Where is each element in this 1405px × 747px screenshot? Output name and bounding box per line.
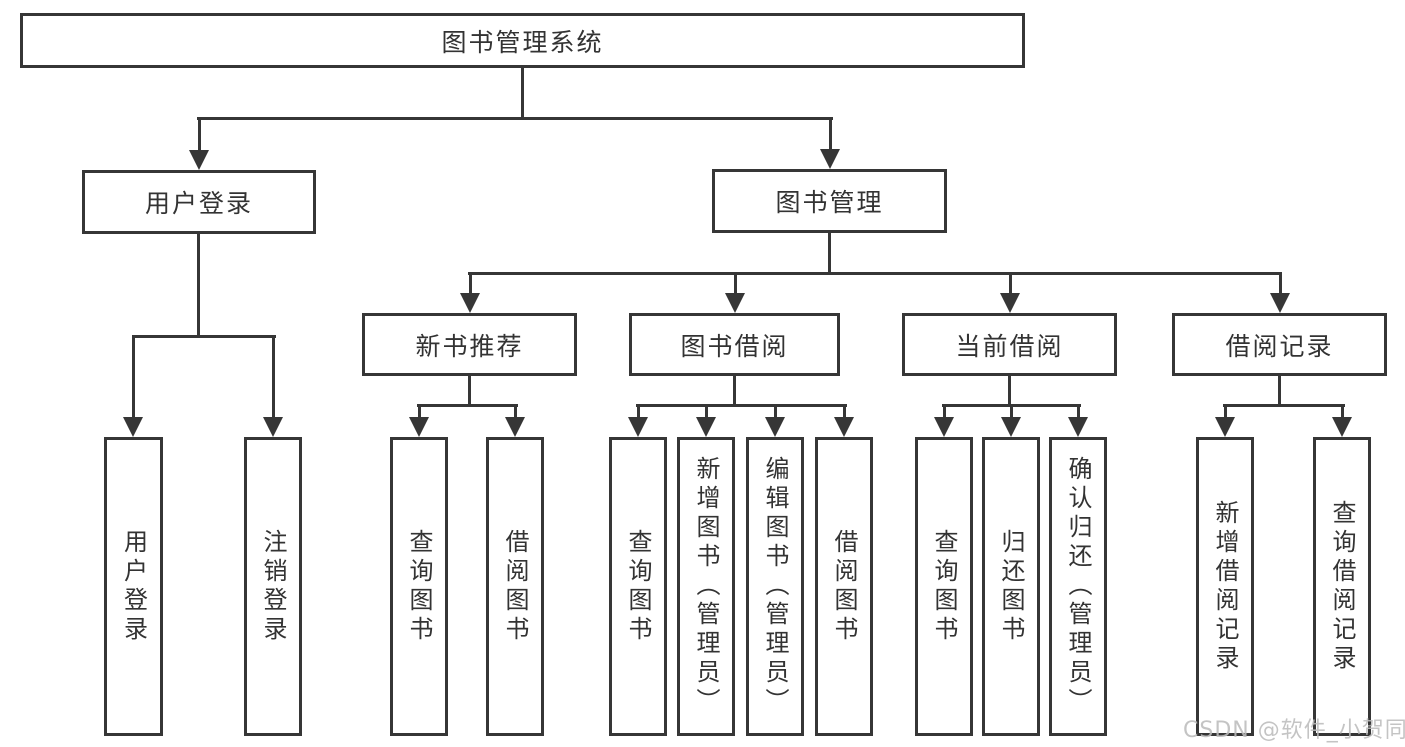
leaf-confirm-return-admin-label: 确认归还（管理员） [1064, 456, 1092, 717]
node-root-label: 图书管理系统 [441, 27, 604, 57]
arrowhead-icon [696, 417, 716, 437]
connector-line [197, 234, 200, 337]
node-book-management-label: 图书管理 [775, 188, 884, 217]
node-root: 图书管理系统 [20, 13, 1025, 68]
leaf-edit-book-admin-label: 编辑图书（管理员） [761, 456, 789, 717]
connector-line [636, 404, 847, 407]
leaf-add-book-admin-label: 新增图书（管理员） [692, 456, 720, 717]
node-new-book-recommend: 新书推荐 [362, 313, 577, 376]
arrowhead-icon [1270, 293, 1290, 313]
arrowhead-icon [189, 150, 209, 170]
leaf-query-books-3-label: 查询图书 [930, 528, 958, 645]
arrow-shaft [272, 335, 275, 421]
node-book-borrow: 图书借阅 [629, 313, 840, 376]
node-book-borrow-label: 图书借阅 [680, 331, 789, 361]
leaf-user-login-label: 用户登录 [119, 528, 148, 645]
leaf-add-book-admin: 新增图书（管理员） [677, 437, 735, 736]
connector-line [828, 233, 831, 274]
arrow-shaft [774, 404, 777, 421]
leaf-logout: 注销登录 [244, 437, 302, 736]
connector-line [468, 272, 1282, 275]
arrow-shaft [1224, 404, 1227, 421]
leaf-query-books-3: 查询图书 [915, 437, 973, 736]
leaf-query-books-1: 查询图书 [390, 437, 448, 736]
leaf-return-book: 归还图书 [982, 437, 1040, 736]
leaf-user-login: 用户登录 [104, 437, 163, 736]
node-user-login: 用户登录 [82, 170, 316, 234]
arrow-shaft [198, 117, 201, 154]
arrow-shaft [734, 272, 737, 297]
arrowhead-icon [1332, 417, 1352, 437]
arrowhead-icon [820, 149, 840, 169]
node-borrow-record: 借阅记录 [1172, 313, 1387, 376]
arrowhead-icon [263, 417, 283, 437]
connector-line [1278, 376, 1281, 407]
leaf-add-borrow-record-label: 新增借阅记录 [1211, 499, 1239, 674]
connector-line [1008, 376, 1011, 407]
arrow-shaft [469, 272, 472, 297]
connector-line [1223, 404, 1345, 407]
connector-line [521, 68, 524, 119]
leaf-borrow-books-2-label: 借阅图书 [830, 528, 858, 645]
arrowhead-icon [725, 293, 745, 313]
arrow-shaft [829, 117, 832, 153]
arrow-shaft [843, 404, 846, 421]
arrowhead-icon [934, 417, 954, 437]
arrow-shaft [1077, 404, 1080, 421]
connector-line [733, 376, 736, 407]
connector-line [197, 117, 833, 120]
arrow-shaft [132, 335, 135, 421]
arrowhead-icon [1000, 293, 1020, 313]
arrow-shaft [943, 404, 946, 421]
node-borrow-record-label: 借阅记录 [1225, 331, 1334, 361]
connector-line [132, 335, 276, 338]
arrowhead-icon [123, 417, 143, 437]
leaf-logout-label: 注销登录 [259, 528, 287, 645]
leaf-edit-book-admin: 编辑图书（管理员） [746, 437, 804, 736]
arrowhead-icon [505, 417, 525, 437]
leaf-query-borrow-record-label: 查询借阅记录 [1328, 499, 1356, 674]
connector-line [468, 376, 471, 407]
leaf-add-borrow-record: 新增借阅记录 [1196, 437, 1254, 736]
leaf-query-borrow-record: 查询借阅记录 [1313, 437, 1371, 736]
leaf-borrow-books-2: 借阅图书 [815, 437, 873, 736]
arrow-shaft [418, 404, 421, 421]
arrow-shaft [637, 404, 640, 421]
node-current-borrow: 当前借阅 [902, 313, 1117, 376]
node-current-borrow-label: 当前借阅 [955, 331, 1064, 361]
arrowhead-icon [834, 417, 854, 437]
arrowhead-icon [460, 293, 480, 313]
leaf-query-books-1-label: 查询图书 [405, 528, 433, 645]
arrowhead-icon [1001, 417, 1021, 437]
arrow-shaft [705, 404, 708, 421]
arrow-shaft [1009, 272, 1012, 297]
leaf-query-books-2: 查询图书 [609, 437, 667, 736]
arrowhead-icon [628, 417, 648, 437]
node-new-book-recommend-label: 新书推荐 [415, 331, 524, 361]
arrowhead-icon [765, 417, 785, 437]
arrow-shaft [1341, 404, 1344, 421]
arrow-shaft [514, 404, 517, 421]
arrowhead-icon [409, 417, 429, 437]
leaf-borrow-books-1-label: 借阅图书 [501, 528, 529, 645]
watermark-text: CSDN @软件_小贺同学 [1183, 718, 1405, 743]
leaf-borrow-books-1: 借阅图书 [486, 437, 544, 736]
connector-line [417, 404, 518, 407]
node-user-login-label: 用户登录 [144, 189, 253, 218]
leaf-query-books-2-label: 查询图书 [624, 528, 652, 645]
arrow-shaft [1010, 404, 1013, 421]
arrowhead-icon [1068, 417, 1088, 437]
arrowhead-icon [1215, 417, 1235, 437]
node-book-management: 图书管理 [712, 169, 947, 233]
arrow-shaft [1279, 272, 1282, 297]
leaf-confirm-return-admin: 确认归还（管理员） [1049, 437, 1107, 736]
leaf-return-book-label: 归还图书 [997, 528, 1025, 645]
